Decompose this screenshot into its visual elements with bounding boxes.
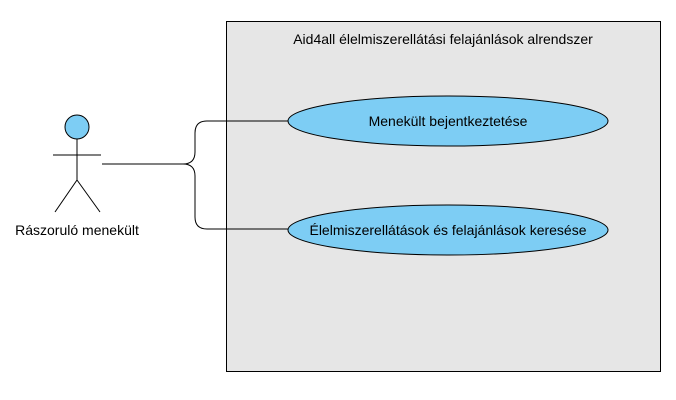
associations	[102, 120, 289, 230]
system-boundary: Aid4all élelmiszerellátási felajánlások …	[226, 21, 661, 372]
use-case-login: Menekült bejentkeztetése	[287, 95, 609, 147]
actor-left-leg	[54, 179, 78, 213]
association-login	[102, 120, 289, 165]
system-boundary-box	[226, 21, 661, 372]
actor-head	[64, 114, 90, 140]
use-case-search-ellipse	[287, 204, 609, 256]
system-title: Aid4all élelmiszerellátási felajánlások …	[293, 31, 593, 47]
association-search	[102, 163, 289, 230]
use-case-login-label: Menekült bejentkeztetése	[369, 113, 528, 129]
use-case-search: Élelmiszerellátások és felajánlások kere…	[287, 204, 609, 256]
actor-label: Rászoruló menekült	[15, 222, 139, 238]
actor-right-leg	[76, 179, 101, 213]
use-case-search-label: Élelmiszerellátások és felajánlások kere…	[309, 222, 586, 238]
use-case-login-ellipse	[287, 95, 609, 147]
actor	[53, 114, 101, 213]
